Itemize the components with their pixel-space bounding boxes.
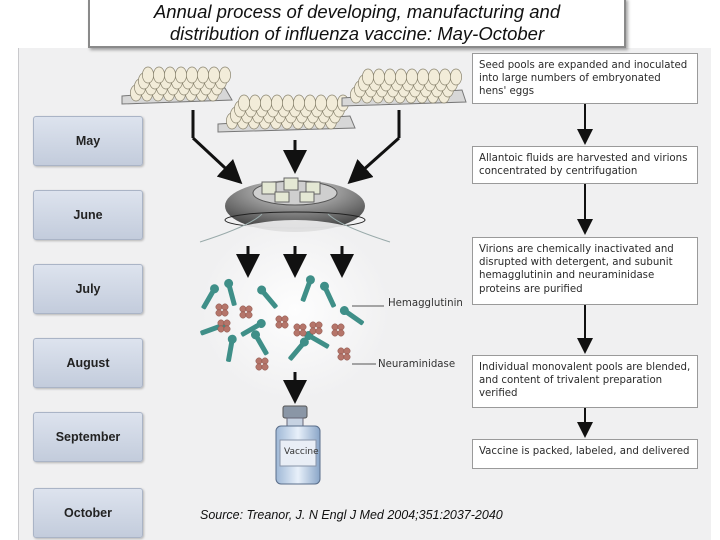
egg-icon (282, 94, 294, 112)
neuraminidase-icon (239, 305, 253, 319)
month-label: May (75, 134, 101, 148)
egg-icon (142, 66, 154, 84)
egg-icon (439, 68, 451, 86)
egg-icon (384, 68, 396, 86)
title-line-1: Annual process of developing, manufactur… (153, 1, 561, 22)
month-label: August (66, 356, 110, 370)
process-step: Vaccine is packed, labeled, and delivere… (472, 439, 698, 469)
egg-icon (260, 94, 272, 112)
egg-icon (406, 68, 418, 86)
vial-label: Vaccine (284, 447, 319, 457)
slide-title: Annual process of developing, manufactur… (88, 0, 626, 48)
egg-icon (362, 68, 374, 86)
month-label: June (73, 208, 103, 222)
arrow (347, 136, 400, 184)
protein-cluster (200, 275, 365, 371)
egg-icon (271, 94, 283, 112)
hemagglutinin-icon (251, 330, 269, 356)
neuraminidase-icon (275, 315, 289, 329)
process-step: Virions are chemically inactivated and d… (472, 237, 698, 305)
source-citation: Source: Treanor, J. N Engl J Med 2004;35… (200, 508, 503, 522)
step-text: Seed pools are expanded and inoculated i… (479, 60, 688, 98)
neuraminidase-icon (309, 321, 323, 335)
egg-icon (293, 94, 305, 112)
month-august: August (33, 338, 143, 388)
egg-icon (164, 66, 176, 84)
centrifuge-icon (224, 177, 366, 232)
month-september: September (33, 412, 143, 462)
month-label: September (55, 430, 121, 444)
month-july: July (33, 264, 143, 314)
egg-icon (175, 66, 187, 84)
egg-icon (238, 94, 250, 112)
step-text: Allantoic fluids are harvested and virio… (479, 153, 688, 178)
egg-icon (315, 94, 327, 112)
egg-icon (395, 68, 407, 86)
egg-icon (373, 68, 385, 86)
process-step: Allantoic fluids are harvested and virio… (472, 146, 698, 184)
step-text: Vaccine is packed, labeled, and delivere… (479, 446, 690, 457)
hemagglutinin-icon (300, 275, 315, 302)
step-text: Virions are chemically inactivated and d… (479, 244, 674, 295)
egg-tray-middle (217, 94, 356, 133)
vaccine-vial-icon (275, 405, 321, 485)
egg-icon (197, 66, 209, 84)
neuraminidase-icon (331, 323, 345, 337)
month-label: October (64, 506, 112, 520)
hemagglutinin-label: Hemagglutinin (388, 298, 463, 309)
hemagglutinin-icon (339, 306, 365, 326)
egg-icon (153, 66, 165, 84)
hemagglutinin-icon (224, 278, 237, 306)
egg-icon (417, 68, 429, 86)
month-label: July (75, 282, 101, 296)
egg-tray-right (341, 68, 467, 107)
hemagglutinin-icon (288, 337, 309, 361)
egg-icon (186, 66, 198, 84)
egg-icon (450, 68, 462, 86)
hemagglutinin-icon (320, 281, 336, 308)
hemagglutinin-icon (240, 319, 266, 337)
egg-icon (304, 94, 316, 112)
process-step: Individual monovalent pools are blended,… (472, 355, 698, 408)
neuraminidase-icon (217, 319, 231, 333)
egg-icon (249, 94, 261, 112)
month-october: October (33, 488, 143, 538)
step-text: Individual monovalent pools are blended,… (479, 362, 691, 400)
egg-icon (428, 68, 440, 86)
egg-icon (326, 94, 338, 112)
neuraminidase-icon (255, 357, 269, 371)
process-step: Seed pools are expanded and inoculated i… (472, 53, 698, 104)
arrow (191, 136, 243, 185)
month-june: June (33, 190, 143, 240)
egg-icon (219, 66, 231, 84)
hemagglutinin-icon (226, 334, 237, 363)
hemagglutinin-icon (201, 284, 219, 310)
hemagglutinin-icon (257, 285, 278, 309)
neuraminidase-icon (293, 323, 307, 337)
month-may: May (33, 116, 143, 166)
neuraminidase-icon (337, 347, 351, 361)
title-line-2: distribution of influenza vaccine: May-O… (169, 23, 545, 44)
neuraminidase-label: Neuraminidase (378, 359, 456, 370)
egg-tray-left (121, 66, 233, 105)
egg-icon (208, 66, 220, 84)
neuraminidase-icon (215, 303, 229, 317)
